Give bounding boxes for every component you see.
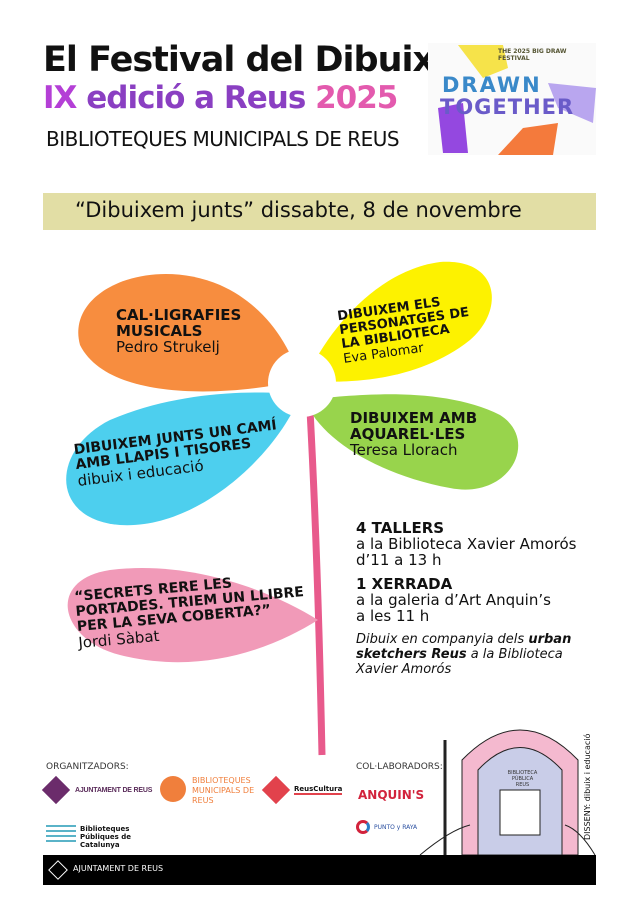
logo-biblioteques-catalunya: Biblioteques Públiques de Catalunya [46,825,140,849]
date-banner: “Dibuixem junts” dissabte, 8 de novembre [43,193,596,230]
ajuntament-logo-text: AJUNTAMENT DE REUS [75,786,153,794]
library-emblem-icon [160,776,186,802]
edition-year: 2025 [315,80,398,116]
logo-line1: DRAWN [442,73,542,97]
workshops-time: d’11 a 13 h [356,551,442,569]
punto-raya-text: PUNTO y RAYA [374,823,418,831]
building-sign: BIBLIOTECA PÚBLICA REUS [507,770,538,788]
biblioteques-municipals-text: BIBLIOTEQUES MUNICIPALS DE REUS [192,776,255,805]
logo-line2: TOGETHER [440,95,575,119]
talk-title: 1 XERRADA [356,575,453,593]
edition-prefix: IX [43,80,77,116]
footer-text: AJUNTAMENT DE REUS [73,864,164,873]
library-building-drawing [419,729,596,856]
edition-line: IX edició a Reus 2025 [43,80,398,116]
logo-reuscultura: ReusCultura [261,775,343,805]
edition-middle: edició a Reus [76,80,316,116]
petal-blue [66,392,300,526]
title: El Festival del Dibuix [43,40,435,80]
logo-punto-y-raya: PUNTO y RAYA [356,820,417,834]
big-draw-logo: THE 2025 BIG DRAW FESTIVAL DRAWN TOGETHE… [428,43,596,155]
punto-raya-emblem-icon [356,820,370,834]
petal-pink [67,568,318,663]
petal-orange [78,273,300,392]
workshops-title: 4 TALLERS [356,519,445,537]
sketchers-note: Dibuix en companyia dels urban sketchers… [356,632,572,677]
logo-top-text: THE 2025 BIG DRAW FESTIVAL [498,48,567,62]
collaborators-label: COL·LABORADORS: [356,762,443,772]
talk-time: a les 11 h [356,607,430,625]
subtitle: BIBLIOTEQUES MUNICIPALS DE REUS [46,127,400,151]
logo-biblioteques-municipals: BIBLIOTEQUES MUNICIPALS DE REUS [160,776,262,806]
hands-illustration-icon [438,45,596,155]
bpc-emblem-icon [46,825,76,845]
talk-place: a la galeria d’Art Anquin’s [356,591,551,609]
flower-stem [306,409,326,756]
organizers-label: ORGANITZADORS: [46,762,129,772]
ajuntament-footer-icon [48,860,68,880]
petal-green [305,394,519,490]
design-credit: DISSENY: dibuix i educació [583,733,592,840]
petal-yellow [305,261,492,382]
workshops-place: a la Biblioteca Xavier Amorós [356,535,577,553]
bpc-text: Biblioteques Públiques de Catalunya [80,825,132,849]
ajuntament-emblem-icon [41,775,71,805]
reuscultura-text: ReusCultura [294,785,343,795]
footer-bar: AJUNTAMENT DE REUS [43,855,596,885]
flower-center [268,349,336,417]
logo-ajuntament: AJUNTAMENT DE REUS [41,775,153,805]
reuscultura-emblem-icon [261,775,291,805]
logo-anquins: ANQUIN'S [358,788,425,802]
